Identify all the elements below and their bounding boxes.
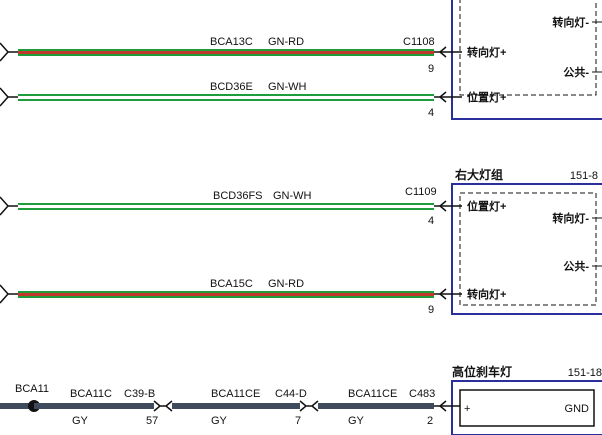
segment-connector-label: C39-B xyxy=(124,388,155,400)
wire-circuit-label: BCA13C xyxy=(210,36,253,48)
splice-label: BCA11 xyxy=(15,383,49,395)
right-headlamp-component: 右大灯组 151-8 转向灯- 公共- xyxy=(451,167,602,315)
segment-circuit-label: BCA11CE xyxy=(211,388,260,400)
top-pin-common-minus: 公共- xyxy=(563,65,589,79)
wire-gray-segment xyxy=(318,403,434,409)
pin-label: 转向灯+ xyxy=(467,287,506,301)
wire-end-chevron xyxy=(0,87,10,107)
inline-connector-symbol xyxy=(153,400,173,412)
wire-end-chevron xyxy=(0,284,10,304)
wire-end-chevron xyxy=(0,196,10,216)
wire-bcd36fs: BCD36FS GN-WH C1109 4 位置灯+ xyxy=(0,186,506,227)
top-pin-turn-minus: 转向灯- xyxy=(552,15,589,29)
right-pin-turn-minus: 转向灯- xyxy=(552,211,589,225)
pin-number: 4 xyxy=(428,215,434,227)
top-component-border xyxy=(451,0,602,120)
pin-number: 9 xyxy=(428,304,434,316)
wire-color-label: GN-WH xyxy=(273,190,312,202)
wire-gray-segment xyxy=(172,403,300,409)
wire-color-label: GN-RD xyxy=(268,36,304,48)
connector-label: C1109 xyxy=(405,186,437,198)
pin-label: 转向灯+ xyxy=(467,45,506,59)
wire-bca15c: BCA15C GN-RD 9 转向灯+ xyxy=(0,278,506,316)
segment-pin-label: 57 xyxy=(146,415,158,427)
component-border xyxy=(451,183,602,315)
brake-gnd-label: GND xyxy=(565,403,590,415)
connector-label: C1108 xyxy=(403,36,435,48)
pin-number: 9 xyxy=(428,63,434,75)
segment-connector-label: C483 xyxy=(409,388,435,400)
component-title: 右大灯组 xyxy=(454,167,503,182)
segment-connector-label: C44-D xyxy=(275,388,307,400)
wire-circuit-label: BCD36E xyxy=(210,81,253,93)
wire-circuit-label: BCD36FS xyxy=(213,190,263,202)
top-component-inner xyxy=(459,0,597,96)
wire-stripe xyxy=(18,51,434,54)
component-ref: 151-8 xyxy=(570,170,598,182)
component-ref: 151-18 xyxy=(568,367,602,379)
bottom-harness: BCA11 BCA11C C39-B GY 57 BCA11CE C44-D G… xyxy=(0,383,460,427)
pin-number: 4 xyxy=(428,107,434,119)
segment-color-label: GY xyxy=(348,415,365,427)
right-pin-common-minus: 公共- xyxy=(563,259,589,273)
segment-circuit-label: BCA11C xyxy=(70,388,112,400)
wire-stripe xyxy=(18,293,434,296)
component-inner xyxy=(459,389,595,427)
brake-light-component: 高位刹车灯 151-18 + GND xyxy=(451,364,602,435)
pin-label: 位置灯+ xyxy=(467,90,506,104)
segment-circuit-label: BCA11CE xyxy=(348,388,397,400)
wire-circuit-label: BCA15C xyxy=(210,278,253,290)
top-component: 转向灯- 公共- xyxy=(451,0,602,120)
wire-gray-segment xyxy=(34,403,154,409)
wire-color-label: GN-WH xyxy=(268,81,307,93)
wire-end-chevron xyxy=(0,42,10,62)
segment-color-label: GY xyxy=(211,415,228,427)
segment-pin-label: 2 xyxy=(427,415,433,427)
component-title: 高位刹车灯 xyxy=(452,364,512,379)
brake-plus-label: + xyxy=(464,403,470,415)
segment-color-label: GY xyxy=(72,415,89,427)
pin-label: 位置灯+ xyxy=(467,199,506,213)
component-border xyxy=(451,380,602,435)
inline-connector-symbol xyxy=(299,400,319,412)
segment-pin-label: 7 xyxy=(295,415,301,427)
component-inner xyxy=(459,192,597,306)
wire-stripe xyxy=(18,205,434,208)
wire-bcd36e: BCD36E GN-WH 4 位置灯+ xyxy=(0,81,506,119)
wire-stripe xyxy=(18,96,434,99)
wire-color-label: GN-RD xyxy=(268,278,304,290)
wire-bca13c: BCA13C GN-RD C1108 9 转向灯+ xyxy=(0,36,506,75)
wire-gray-segment xyxy=(0,403,34,409)
